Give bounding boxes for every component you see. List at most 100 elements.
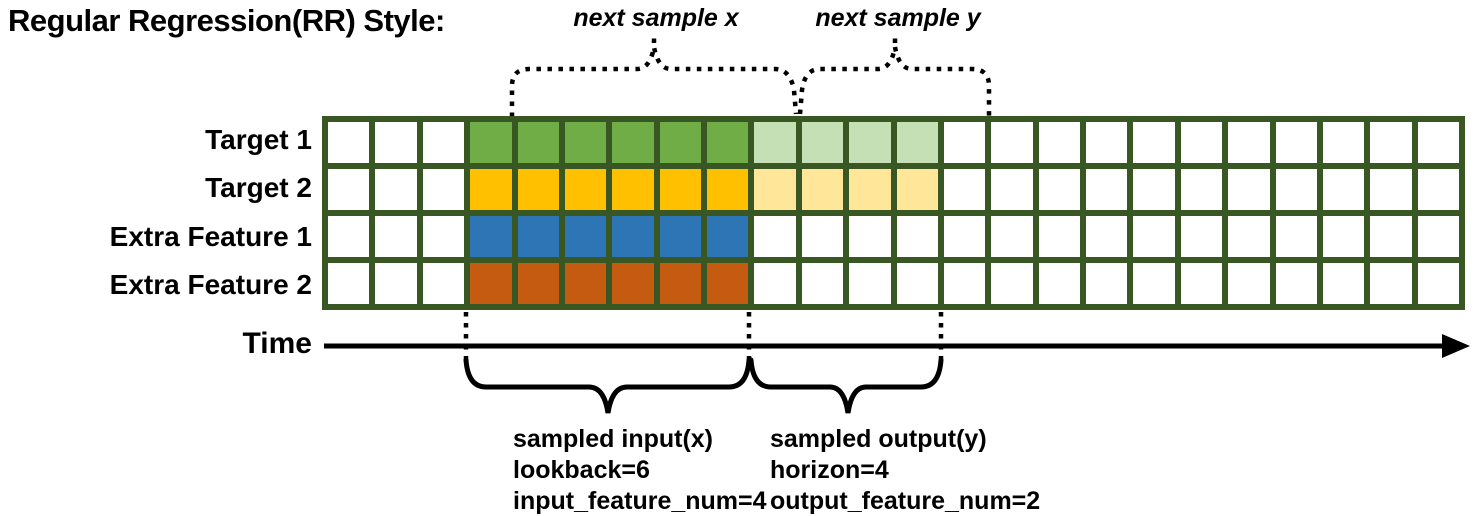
grid-cell: [612, 263, 654, 304]
grid-cell: [943, 122, 986, 163]
grid-cell: [470, 263, 512, 304]
grid-cell: [564, 122, 607, 163]
page-title: Regular Regression(RR) Style:: [8, 3, 445, 38]
row-label-extra-feature-1: Extra Feature 1: [109, 221, 312, 252]
grid-cell: [328, 216, 370, 257]
grid-cell: [1038, 263, 1080, 304]
grid-cell: [1133, 263, 1175, 304]
grid-cell: [659, 263, 701, 304]
grid-cell: [1275, 122, 1317, 163]
grid-cell: [1180, 169, 1223, 210]
row-label-extra-feature-2: Extra Feature 2: [109, 269, 312, 300]
grid-cell: [517, 216, 559, 257]
sampled-output-note: sampled output(y) horizon=4 output_featu…: [770, 424, 1040, 516]
grid-cell: [1322, 263, 1365, 304]
grid-cell: [1275, 216, 1317, 257]
grid-cell: [422, 263, 465, 304]
grid-cell: [896, 122, 938, 163]
grid-cell: [564, 263, 607, 304]
grid-cell: [707, 263, 749, 304]
grid-cell: [1322, 122, 1365, 163]
grid-cell: [1417, 216, 1459, 257]
next-sample-y-brace-icon: [797, 46, 992, 117]
grid-cell: [707, 122, 749, 163]
sampled-input-note: sampled input(x) lookback=6 input_featur…: [513, 424, 767, 516]
grid-cell: [659, 169, 701, 210]
grid-cell: [943, 263, 986, 304]
grid-cell: [1370, 263, 1412, 304]
grid-cell: [1370, 122, 1412, 163]
next-sample-x-label: next sample x: [573, 4, 739, 32]
grid-cell: [754, 216, 796, 257]
grid-cell: [1275, 169, 1317, 210]
grid-cell: [1370, 216, 1412, 257]
grid-cell: [1038, 169, 1080, 210]
grid-cell: [470, 169, 512, 210]
grid-cell: [612, 122, 654, 163]
lookback-value: lookback=6: [513, 456, 650, 484]
grid-cell: [801, 122, 844, 163]
grid-cell: [1086, 216, 1128, 257]
grid-cell: [1228, 169, 1270, 210]
grid-cell: [375, 263, 417, 304]
grid-cell: [422, 216, 465, 257]
grid-cell: [375, 169, 417, 210]
grid-cell: [564, 216, 607, 257]
grid-cell: [1417, 263, 1459, 304]
grid-cell: [375, 122, 417, 163]
grid-cell: [754, 122, 796, 163]
grid-cell: [1133, 122, 1175, 163]
sampled-output-brace-icon: [748, 357, 944, 414]
grid-cell: [991, 216, 1033, 257]
time-axis-label: Time: [242, 327, 312, 360]
sampled-output-title: sampled output(y): [770, 425, 987, 453]
grid-cell: [470, 216, 512, 257]
grid-cell: [422, 122, 465, 163]
grid-cell: [943, 169, 986, 210]
grid-cell: [1417, 122, 1459, 163]
grid-cell: [991, 122, 1033, 163]
grid-cell: [801, 263, 844, 304]
grid-cell: [470, 122, 512, 163]
horizon-value: horizon=4: [770, 456, 889, 484]
grid-cell: [849, 263, 891, 304]
grid-cell: [1038, 216, 1080, 257]
grid-cell: [849, 216, 891, 257]
grid-cell: [612, 169, 654, 210]
grid-cell: [1228, 216, 1270, 257]
arrowhead-icon: [1442, 334, 1470, 358]
grid-cell: [707, 169, 749, 210]
grid-cell: [1086, 263, 1128, 304]
grid-cell: [1417, 169, 1459, 210]
sampled-input-title: sampled input(x): [513, 425, 714, 453]
grid-cell: [328, 122, 370, 163]
grid-cell: [1180, 122, 1223, 163]
row-label-target-2: Target 2: [205, 172, 312, 203]
sample-grid: [322, 116, 1465, 310]
grid-cell: [896, 169, 938, 210]
grid-cell: [801, 169, 844, 210]
grid-cell: [849, 169, 891, 210]
grid-cell: [943, 216, 986, 257]
grid-cell: [754, 263, 796, 304]
grid-cell: [375, 216, 417, 257]
grid-cell: [1370, 169, 1412, 210]
grid-cell: [1133, 169, 1175, 210]
output-feature-num: output_feature_num=2: [770, 487, 1041, 515]
grid-cell: [991, 169, 1033, 210]
grid-cell: [896, 216, 938, 257]
grid-cell: [991, 263, 1033, 304]
grid-cell: [1228, 263, 1270, 304]
grid-cell: [422, 169, 465, 210]
sampled-input-brace-icon: [463, 357, 752, 414]
grid-cell: [1133, 216, 1175, 257]
grid-cell: [1228, 122, 1270, 163]
grid-cell: [517, 263, 559, 304]
grid-cell: [328, 263, 370, 304]
next-sample-y-label: next sample y: [815, 4, 981, 32]
time-axis-arrow: [324, 334, 1470, 358]
grid-cell: [801, 216, 844, 257]
grid-cell: [1180, 263, 1223, 304]
next-sample-x-brace-icon: [509, 46, 799, 117]
